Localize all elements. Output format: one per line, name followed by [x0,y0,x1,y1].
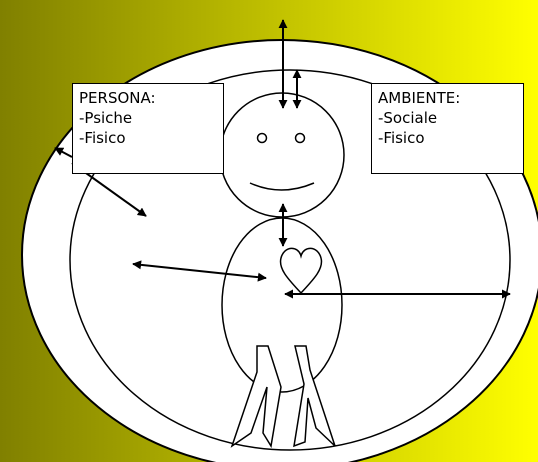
left-leg-shape [230,345,282,449]
heart-icon [279,247,323,295]
persona-item-fisico: -Fisico [79,129,126,147]
persona-left-arrow [54,147,73,158]
ambiente-item-fisico: -Fisico [378,129,425,147]
persona-label-box: PERSONA: -Psiche -Fisico [72,83,224,174]
left-body-double-arrow [132,260,267,282]
ambiente-item-sociale: -Sociale [378,109,438,127]
ambiente-title: AMBIENTE: [378,89,461,107]
smile-mouth [249,182,315,191]
ambiente-label-box: AMBIENTE: -Sociale -Fisico [371,83,524,174]
left-eye-icon [256,132,268,144]
persona-item-psiche: -Psiche [79,109,133,127]
person-head [219,92,345,218]
right-eye-icon [294,132,306,144]
right-leg-shape [293,345,336,448]
persona-title: PERSONA: [79,89,156,107]
